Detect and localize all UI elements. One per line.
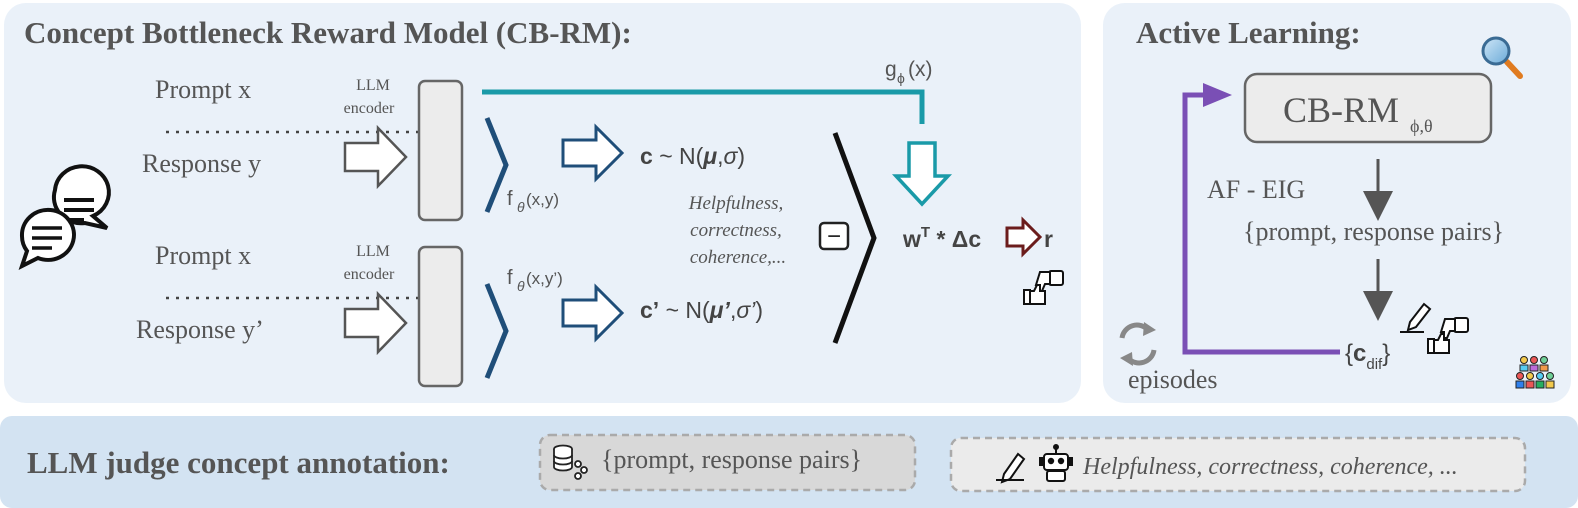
pairs-label-right: {prompt, response pairs}: [1243, 217, 1504, 246]
g-phi-path: [482, 89, 925, 124]
active-learning-title: Active Learning:: [1136, 15, 1361, 50]
minus-box: [818, 221, 850, 251]
concept-distribution-1: c ~ N(μ,σ): [640, 143, 745, 169]
teal-down-arrow: [891, 141, 953, 207]
svg-text:ϕ: ϕ: [897, 70, 905, 86]
cbrm-title: Concept Bottleneck Reward Model (CB-RM):: [24, 15, 632, 50]
people-group-icon: [1515, 356, 1555, 389]
episodes-label: episodes: [1128, 365, 1218, 394]
chat-bubbles-icon: [18, 164, 111, 270]
pencil-icon-bottom: [996, 452, 1026, 484]
big-chevron: [832, 132, 877, 344]
prompt-x-label-1: Prompt x: [155, 75, 251, 104]
llm-encoder-block-2: [417, 245, 464, 388]
judge-title: LLM judge concept annotation:: [27, 445, 450, 480]
llm-label-2: LLM: [356, 243, 390, 260]
dark-red-arrow: [1005, 216, 1043, 258]
hollow-arrow-1: [343, 124, 408, 190]
cbrm-model-label: CB-RM ϕ,θ: [1283, 90, 1433, 136]
prompt-x-label-2: Prompt x: [155, 241, 251, 270]
hollow-arrow-2: [343, 290, 408, 356]
g-phi-label: g ϕ (x): [885, 58, 933, 86]
concept-distribution-2: c’ ~ N(μ’,σ’): [640, 297, 763, 323]
angle-bracket-1: [484, 117, 509, 213]
svg-text:f: f: [507, 188, 513, 210]
f-theta-label-2: f θ (x,y’): [507, 267, 563, 294]
concept-correctness: correctness,: [690, 220, 782, 241]
concept-coherence: coherence,...: [690, 247, 786, 268]
robot-icon: [1039, 444, 1073, 482]
angle-bracket-2: [484, 283, 509, 379]
reward-formula: wT * Δc: [902, 224, 981, 252]
pencil-icon-right: [1400, 302, 1432, 333]
navy-arrow-1: [561, 123, 625, 183]
thumbs-icon-left: [1023, 270, 1064, 305]
pairs-label-bottom: {prompt, response pairs}: [601, 445, 862, 474]
cbrm-model-box: [1243, 72, 1493, 144]
concept-helpfulness: Helpfulness,: [688, 193, 783, 214]
refresh-arrowhead-2: [1120, 352, 1133, 366]
database-icon: [553, 444, 588, 480]
encoder-label-2: encoder: [344, 266, 395, 283]
encoder-label-1: encoder: [344, 100, 395, 117]
minus-symbol: −: [827, 223, 841, 250]
magnifier-icon: [1481, 36, 1523, 79]
svg-text:θ: θ: [517, 278, 525, 294]
svg-text:ϕ,θ: ϕ,θ: [1410, 116, 1433, 136]
svg-text:(x): (x): [908, 58, 933, 81]
thumbs-icon-right: [1427, 317, 1469, 354]
af-eig-label: AF - EIG: [1207, 175, 1305, 204]
llm-encoder-block-1: [417, 79, 464, 222]
svg-text:(x,y): (x,y): [526, 190, 559, 209]
llm-label-1: LLM: [356, 77, 390, 94]
f-theta-label-1: f θ (x,y): [507, 188, 559, 215]
pairs-box-bottom: [538, 433, 917, 492]
purple-arrowhead: [1203, 83, 1232, 107]
cbrm-panel: [4, 3, 1081, 403]
svg-text:CB-RM: CB-RM: [1283, 90, 1399, 130]
response-y-prime-label-2: Response y’: [136, 315, 264, 344]
refresh-arrowhead-1: [1143, 322, 1156, 336]
svg-text:(x,y’): (x,y’): [526, 269, 563, 288]
navy-arrow-2: [561, 283, 625, 343]
cdif-label: {cdif}: [1345, 340, 1390, 373]
concepts-label-bottom: Helpfulness, correctness, coherence, ...: [1082, 454, 1458, 480]
svg-text:θ: θ: [517, 199, 525, 215]
response-y-label-1: Response y: [142, 149, 261, 178]
svg-text:f: f: [507, 267, 513, 289]
concepts-box-bottom: [949, 436, 1527, 493]
purple-loop: [1182, 92, 1340, 355]
reward-r: r: [1044, 226, 1053, 252]
svg-text:g: g: [885, 58, 897, 81]
